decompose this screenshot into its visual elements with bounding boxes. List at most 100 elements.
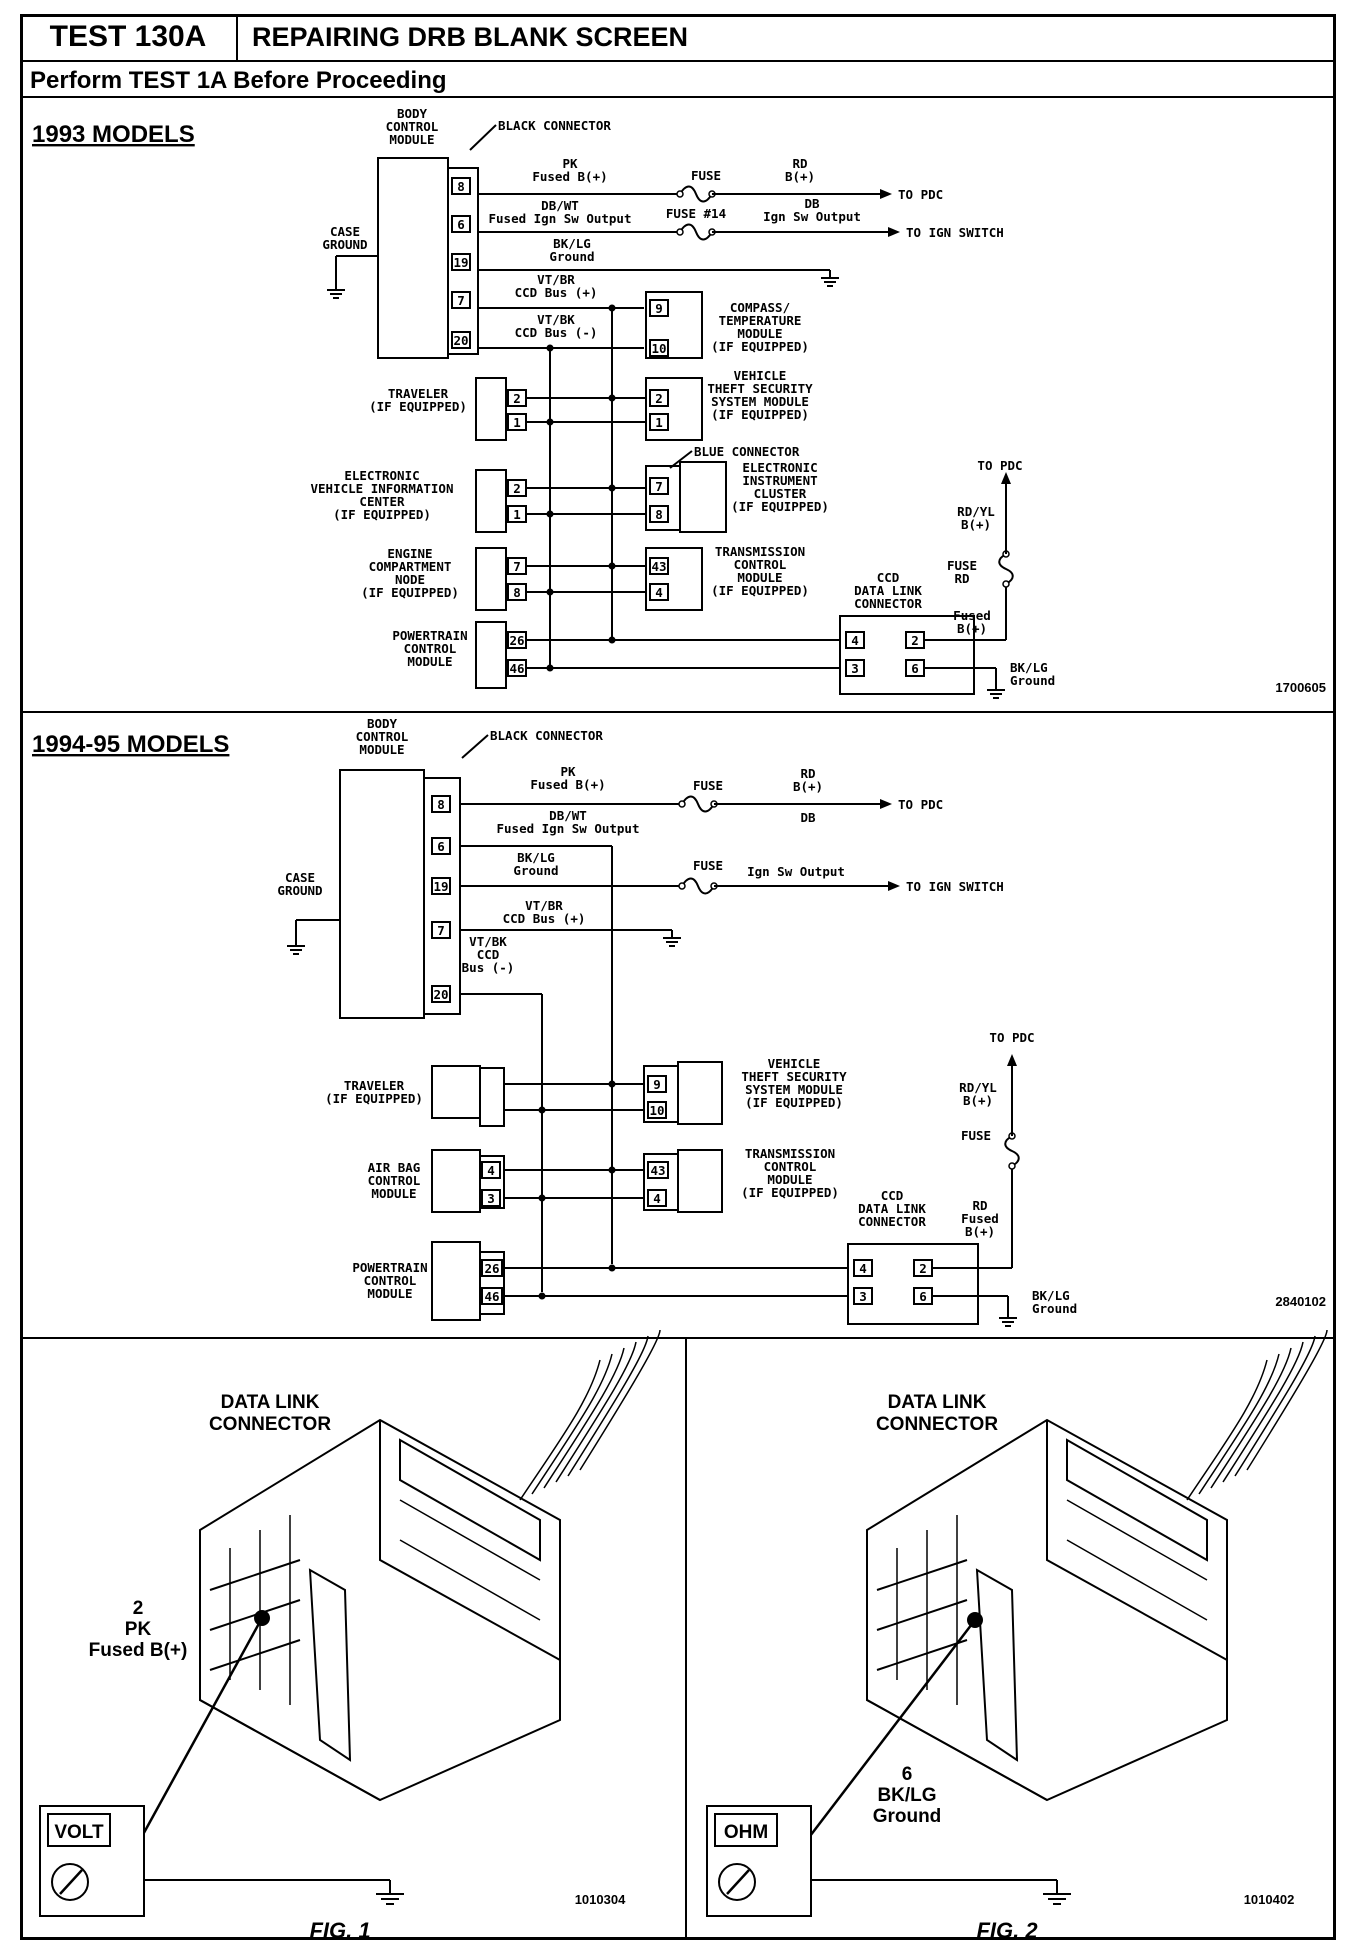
bcm-pin-1994 — [431, 921, 451, 939]
airbag-module-1994 — [431, 1149, 481, 1213]
wire-rdyl-label-1994: RD/YL — [959, 1080, 997, 1095]
eic-connector-1993-pin-number: 7 — [655, 479, 663, 494]
wire-dbwt-label-1993: Fused Ign Sw Output — [489, 211, 632, 226]
fuse-1994 — [678, 800, 686, 808]
dlc-bklg-label-1994: BK/LG — [1032, 1288, 1070, 1303]
tcm-label-1993: TRANSMISSION — [715, 544, 805, 559]
fuse-ign-1994 — [678, 882, 686, 890]
bcm-label-1993: MODULE — [389, 132, 434, 147]
arrow-ign-1994 — [888, 881, 900, 891]
pcm-label-1994: CONTROL — [364, 1273, 417, 1288]
wire-vtbk-label-1994: CCD — [477, 947, 500, 962]
dlc-label-1993: CONNECTOR — [854, 596, 922, 611]
bcm-1994 — [339, 769, 425, 1019]
tcm-label-1994: MODULE — [767, 1172, 812, 1187]
wire-db-label-1994: DB — [800, 810, 816, 825]
fig2-line — [806, 1619, 976, 1841]
vtss-label-1993: SYSTEM MODULE — [711, 394, 809, 409]
evic-module-1993-pin-number: 1 — [513, 507, 521, 522]
tcm-module-1993-pin — [649, 583, 669, 601]
vtss-pin-1994-number: 9 — [653, 1077, 661, 1092]
eic-connector-label-1993: BLUE CONNECTOR — [694, 444, 800, 459]
airbag-label-1994: MODULE — [371, 1186, 416, 1201]
evic-module-1993-pin-number: 2 — [513, 481, 521, 496]
vtss-label-1993: VEHICLE — [734, 368, 787, 383]
eic-label-1993: INSTRUMENT — [742, 473, 817, 488]
fuse-feed-label-1994: FUSE — [961, 1128, 991, 1143]
dlc-label-1994: CCD — [881, 1188, 904, 1203]
tcm-module-1993-pin-number: 4 — [655, 585, 663, 600]
pcm-pin-1994-number: 46 — [484, 1289, 499, 1304]
bcm-label-1993: BODY — [397, 106, 428, 121]
dlc-pin-1993-number: 2 — [911, 633, 919, 648]
compass-pin-1993-number: 9 — [655, 301, 663, 316]
arrow-pdc-1993 — [880, 189, 892, 199]
bcm-pin-1994-number: 7 — [437, 923, 445, 938]
tcm-module-1994 — [677, 1149, 723, 1213]
vtss-pin-1994-number: 10 — [649, 1103, 664, 1118]
dlc-label-1994: DATA LINK — [858, 1201, 926, 1216]
splice-dot — [608, 484, 616, 492]
pre-requisite-note: Perform TEST 1A Before Proceeding — [30, 67, 447, 94]
connector-pointer-1993 — [469, 124, 497, 151]
bcm-pin-1994-number: 20 — [433, 987, 448, 1002]
pcm-module-1993-pin-number: 26 — [509, 633, 524, 648]
fig2-top-rib — [1066, 1438, 1208, 1562]
bcm-pin-1994 — [431, 985, 451, 1003]
vtss-module-1994 — [677, 1061, 723, 1125]
fig2-connector-face — [866, 1530, 1048, 1801]
wire-rd-label-1993: B(+) — [785, 169, 815, 184]
connector-pointer-1993 — [669, 450, 693, 469]
eic-connector-1993-pin-number: 8 — [655, 507, 663, 522]
fig2-harness-wire — [1210, 1347, 1292, 1489]
dlc-1994 — [847, 1243, 979, 1325]
bcm-pin-1994 — [431, 837, 451, 855]
wire-bklg-label-1993: Ground — [549, 249, 594, 264]
wire-rd-label-1993: RD — [792, 156, 807, 171]
fig2-connector-label: CONNECTOR — [876, 1414, 998, 1435]
wire-db-label-1993: DB — [804, 196, 820, 211]
eic-label-1993: ELECTRONIC — [742, 460, 817, 475]
splice-dot — [608, 1080, 616, 1088]
fig1-harness-wire — [579, 1329, 661, 1471]
wire-rdyl-label-1993: RD/YL — [957, 504, 995, 519]
vtss-pin-1994 — [647, 1101, 667, 1119]
page-frame — [20, 14, 1336, 1940]
fuse-rd-label-1993: FUSE — [947, 558, 977, 573]
fig2-probe-label: 6 — [902, 1764, 913, 1785]
traveler-label-1994: (IF EQUIPPED) — [325, 1091, 423, 1106]
dlc-pin-1994 — [853, 1259, 873, 1277]
fuse-rd-1994 — [1004, 1135, 1020, 1167]
pcm-pin-1994 — [481, 1259, 503, 1277]
fig2-harness-wire — [1234, 1335, 1316, 1477]
tcm-pin-1994-number: 4 — [653, 1191, 661, 1206]
wire-rd-feed-label-1994: B(+) — [965, 1224, 995, 1239]
wire-rdyl-label-1993: B(+) — [961, 517, 991, 532]
airbag-pin-1994-number: 3 — [487, 1191, 495, 1206]
dlc-pin-1993-number: 6 — [911, 661, 919, 676]
header-divider-1 — [20, 60, 1336, 62]
fig1-harness-wire — [555, 1341, 637, 1483]
splice-dot — [608, 394, 616, 402]
pcm-pin-1994-number: 26 — [484, 1261, 499, 1276]
tcm-label-1993: CONTROL — [734, 557, 787, 572]
fig2-connector-edge — [1046, 1420, 1228, 1661]
vtss-module-1993-pin-number: 2 — [655, 391, 663, 406]
wire-rd-label-1994: B(+) — [793, 779, 823, 794]
airbag-label-1994: AIR BAG — [368, 1160, 421, 1175]
splice-dot — [546, 588, 554, 596]
ecn-label-1993: NODE — [395, 572, 425, 587]
fuse-1993 — [676, 190, 684, 198]
fig1-slots — [229, 1515, 291, 1705]
bcm-pin-1994-number: 6 — [437, 839, 445, 854]
to-ign-label-1993: TO IGN SWITCH — [906, 225, 1004, 240]
dlc-pin-1994-number: 3 — [859, 1289, 867, 1304]
dlc-pin-1993-number: 4 — [851, 633, 859, 648]
bcm-pin-1993 — [451, 215, 471, 233]
section-title-1994: 1994-95 MODELS — [32, 731, 229, 758]
fig2-latch — [975, 1568, 1019, 1762]
pcm-label-1994: MODULE — [367, 1286, 412, 1301]
fig1-line — [138, 1617, 264, 1841]
vtss-module-1993-pin — [649, 389, 669, 407]
splice-dot — [538, 1292, 546, 1300]
